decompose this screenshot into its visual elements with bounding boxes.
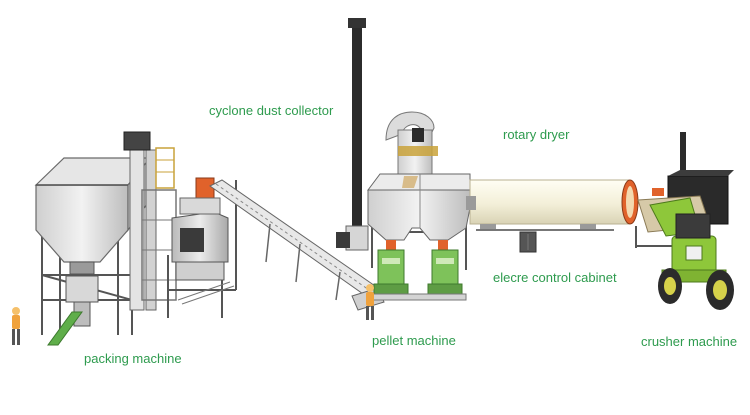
label-control-cabinet: elecre control cabinet: [493, 270, 617, 285]
rotary-dryer: [466, 179, 639, 253]
label-rotary-dryer: rotary dryer: [503, 127, 570, 142]
worker-figure-center: [366, 284, 374, 320]
pellet-machine-section: [367, 173, 471, 301]
worker-figure-left: [12, 307, 20, 345]
tractor-loader: [649, 197, 734, 310]
label-cyclone-dust-collector: cyclone dust collector: [209, 103, 334, 118]
cooler-unit: [167, 177, 237, 318]
chimney: [336, 18, 369, 251]
label-crusher-machine: crusher machine: [641, 334, 738, 349]
label-pellet-machine: pellet machine: [372, 333, 456, 348]
packing-machine: [34, 131, 177, 346]
label-packing-machine: packing machine: [84, 351, 182, 366]
